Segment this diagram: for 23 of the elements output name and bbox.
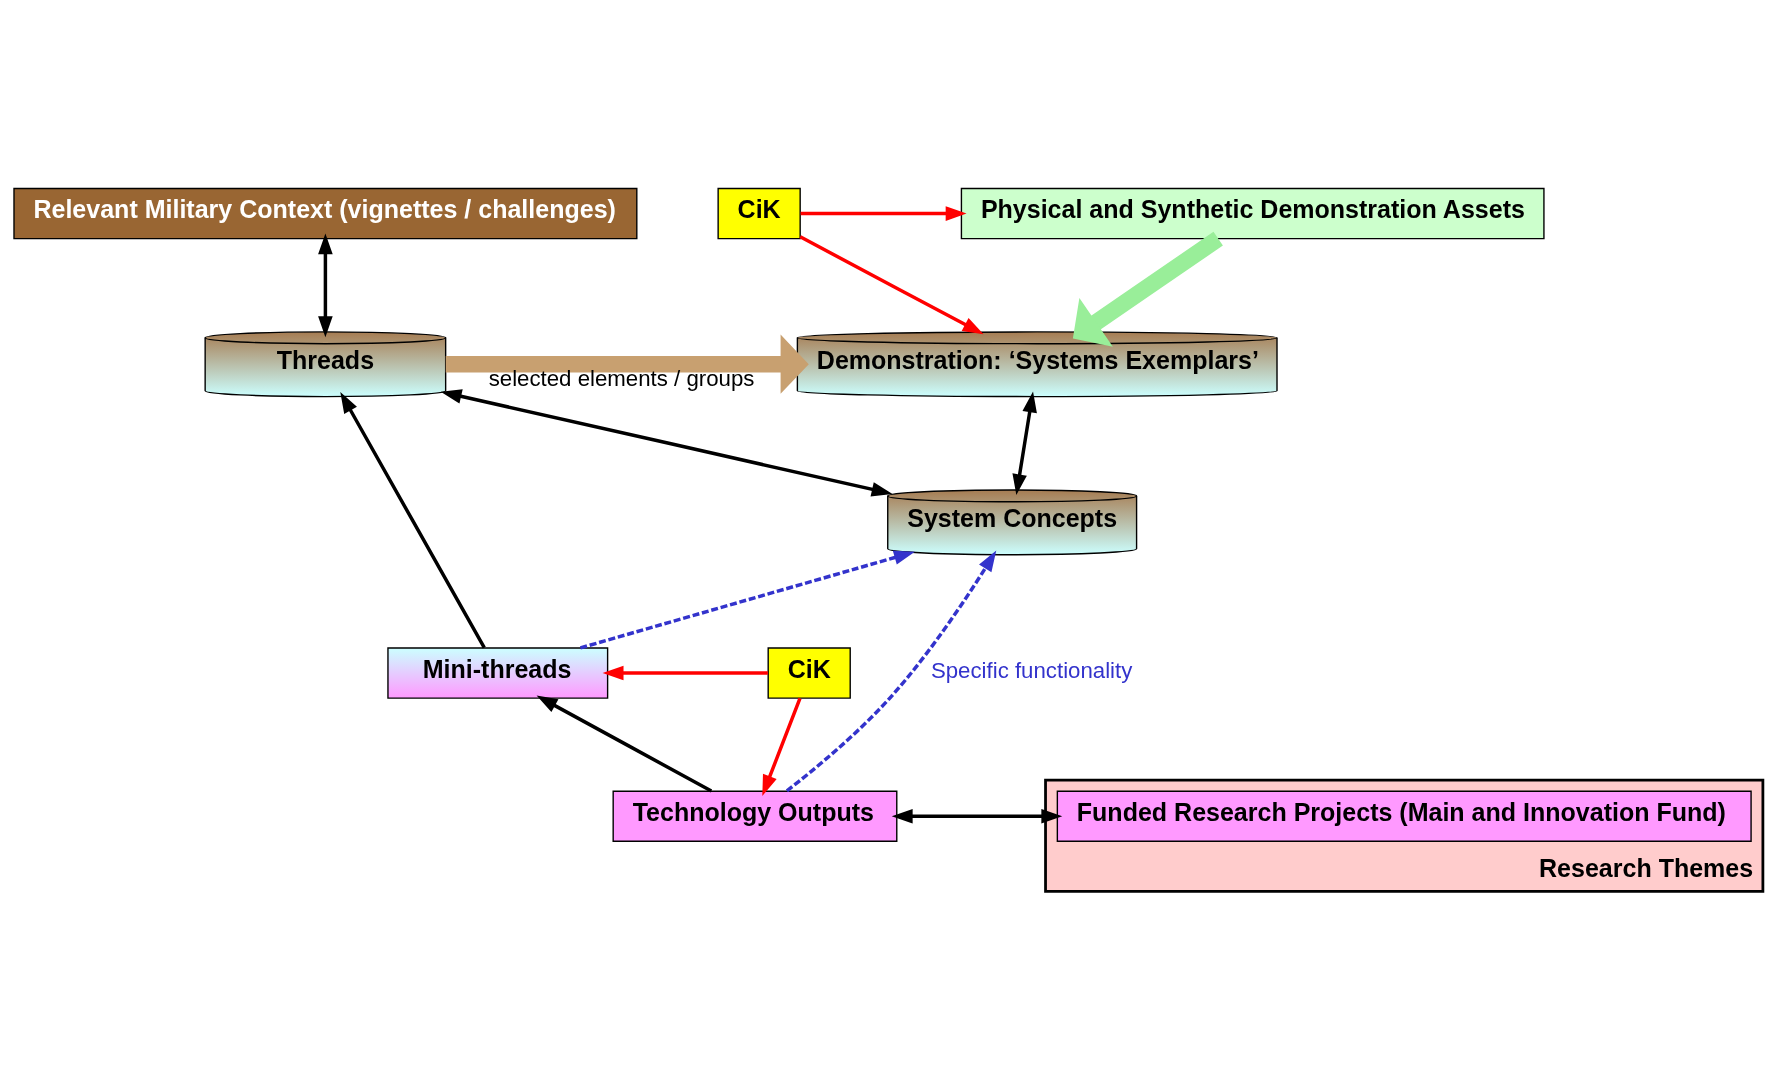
arrow	[440, 388, 893, 496]
arrow	[536, 695, 713, 793]
node-box: CiK	[717, 187, 801, 239]
node-box: CiK	[767, 646, 851, 699]
node-box: Mini-threads	[387, 646, 609, 699]
node-box: Technology Outputs	[612, 790, 898, 842]
arrow	[1072, 231, 1223, 347]
node-box: Funded Research Projects (Main and Innovation Fund)	[1056, 790, 1752, 842]
arrow	[785, 550, 997, 792]
arrow	[602, 665, 768, 680]
arrow	[891, 808, 1063, 824]
arrow	[318, 232, 333, 337]
node-box: Physical and Synthetic Demonstration Assets	[960, 187, 1545, 239]
arrow	[762, 697, 802, 796]
arrow	[445, 334, 809, 394]
edge-label: selected elements / groups	[488, 365, 755, 391]
node-box: Relevant Military Context (vignettes / challenges)	[13, 187, 638, 239]
arrow	[800, 205, 967, 221]
edge-label: Specific functionality	[930, 657, 1133, 683]
arrow	[579, 550, 915, 650]
arrow	[340, 391, 486, 648]
arrow	[799, 234, 984, 334]
arrow	[1012, 390, 1037, 495]
